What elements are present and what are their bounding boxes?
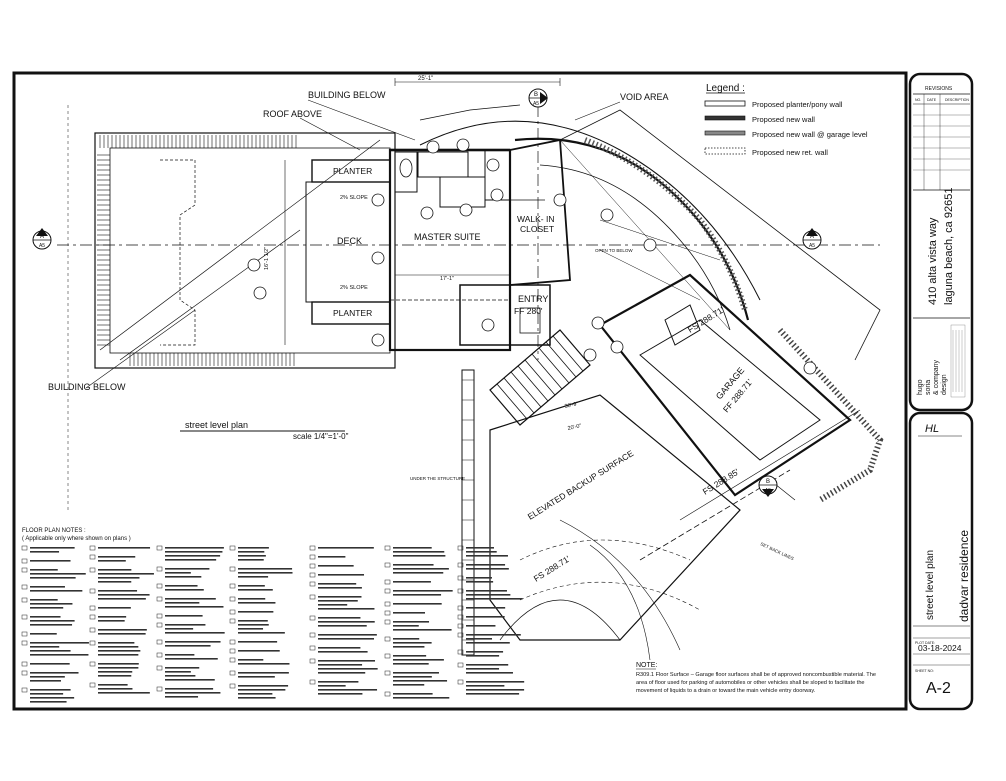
plot-date: 03-18-2024 (918, 643, 962, 653)
entry-area (459, 284, 551, 346)
label-master-suite: MASTER SUITE (414, 232, 481, 242)
note-body-2: area of floor used for parking of automo… (636, 680, 865, 686)
project-name: dadvar residence (957, 530, 971, 622)
label-entry-ff: FF 280' (514, 306, 543, 316)
plot-date-label: PLOT DATE: (915, 641, 935, 645)
section-a-label-right: A (810, 234, 814, 240)
note-body-3: movement of liquids to a drain or toward… (636, 688, 816, 694)
section-b-label: B (534, 92, 538, 98)
section-b-sheet-bottom: A5 (765, 488, 771, 494)
sheet-border (12, 71, 908, 711)
label-slope-bottom: 2% SLOPE (340, 285, 368, 291)
plan-scale: scale 1/4"=1'-0" (293, 432, 349, 441)
section-mark-b-bottom: B A5 (758, 475, 778, 497)
label-fs-garage-bottom: FS 288.85' (701, 466, 741, 496)
garage-note: NOTE: R309.1 Floor Surface – Garage floo… (636, 662, 876, 694)
note-title: NOTE: (636, 662, 657, 669)
plan-title: street level plan (185, 420, 248, 430)
signature: HL (925, 423, 939, 435)
section-b-sheet: A5 (533, 101, 539, 107)
label-walk-in-2: CLOSET (520, 224, 554, 234)
label-open-to-below: OPEN TO BELOW (595, 248, 633, 253)
roof-hatch-bottom (129, 353, 295, 366)
label-dim-top: 25'-1" (418, 76, 433, 82)
firm-name-2: soria (925, 380, 932, 395)
note-body-1: R309.1 Floor Surface – Garage floor surf… (636, 672, 876, 678)
title-block-bottom (908, 411, 974, 711)
address-line-2: laguna beach, ca 92651 (943, 188, 955, 305)
label-planter-bottom: PLANTER (333, 308, 372, 318)
legend-item-4: Proposed new ret. wall (752, 148, 828, 157)
detail-bubbles (247, 138, 817, 375)
legend-item-3: Proposed new wall @ garage level (752, 130, 868, 139)
label-fs-bottom: FS 288.71' (532, 553, 572, 583)
label-planter-top: PLANTER (333, 166, 372, 176)
label-dim-suite: 17'-1" (440, 276, 454, 282)
sheet-no-label: SHEET NO: (915, 669, 934, 673)
firm-name-3: & company (933, 359, 940, 395)
title-block-top (908, 72, 974, 412)
address-line-1: 410 alta vista way (927, 217, 939, 305)
section-a-sheet: A5 (39, 243, 45, 249)
section-a-label: A (40, 234, 44, 240)
label-deck: DECK (337, 236, 362, 246)
legend-title: Legend : (706, 83, 745, 94)
label-building-below-top: BUILDING BELOW (308, 90, 386, 100)
rev-col-date: DATE (927, 98, 937, 102)
sheet-number: A-2 (926, 680, 951, 697)
section-mark-a-right: A A5 (802, 228, 822, 250)
retaining-wall-vertical (461, 369, 475, 656)
rev-col-no: NO. (915, 98, 921, 102)
curved-wall-outer (419, 120, 761, 301)
sheet-title: street level plan (925, 550, 936, 620)
title-block: REVISIONS NO. DATE DESCRIPTION 410 alta … (908, 72, 974, 711)
legend: Legend : Proposed planter/pony wall Prop… (704, 83, 868, 157)
section-b-label-bottom: B (766, 479, 770, 485)
stair-run (489, 329, 591, 426)
label-elevated-backup: ELEVATED BACKUP SURFACE (526, 448, 636, 522)
floor-plan-notes: FLOOR PLAN NOTES : ( Applicable only whe… (21, 528, 525, 703)
master-suite-room (388, 148, 512, 352)
label-slope-top: 2% SLOPE (340, 195, 368, 201)
label-dim-garage-a: 30'-9" (564, 401, 579, 410)
label-entry: ENTRY (518, 294, 548, 304)
label-walk-in-1: WALK- IN (517, 214, 554, 224)
notes-subheader: ( Applicable only where shown on plans ) (22, 536, 131, 542)
rev-col-desc: DESCRIPTION (945, 98, 969, 102)
notes-header: FLOOR PLAN NOTES : (22, 528, 86, 534)
firm-name-1: hugo (917, 379, 924, 395)
label-dim-left: 16'-1 1/2" (264, 247, 270, 270)
section-mark-b-top: B A5 (528, 88, 548, 108)
legend-item-2: Proposed new wall (752, 115, 815, 124)
firm-name-4: design (941, 374, 948, 395)
label-set-back: SET BACK LINES (760, 541, 795, 561)
floor-plan (57, 78, 884, 661)
roof-hatch-top (99, 135, 297, 148)
walk-in-closet (509, 138, 571, 286)
revisions-label: REVISIONS (925, 86, 953, 92)
void-area-outline (559, 109, 881, 361)
label-under-structure: UNDER THE STRUCTURE (410, 476, 465, 481)
label-void-area: VOID AREA (620, 92, 669, 102)
label-dim-garage-b: 20'-0" (567, 423, 582, 432)
section-a-sheet-right: A5 (809, 243, 815, 249)
legend-item-1: Proposed planter/pony wall (752, 100, 843, 109)
section-mark-a-left: A A5 (32, 228, 52, 250)
label-roof-above: ROOF ABOVE (263, 109, 322, 119)
roof-hatch-left (97, 154, 110, 346)
